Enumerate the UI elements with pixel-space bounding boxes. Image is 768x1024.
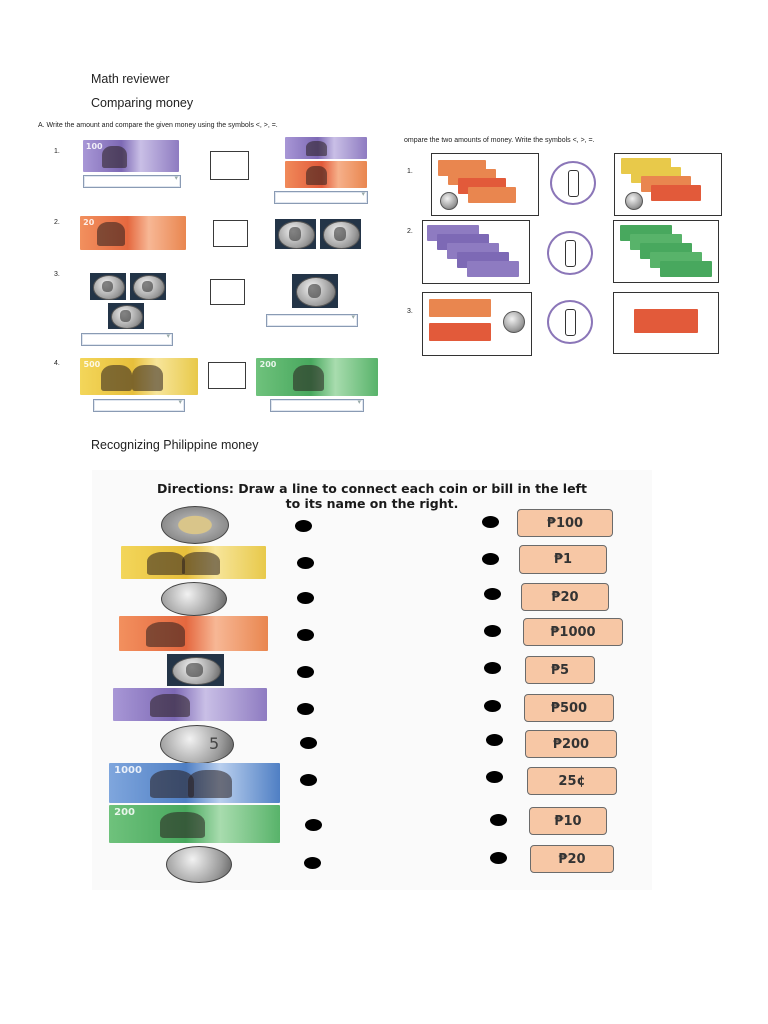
page-title: Math reviewer <box>91 72 170 86</box>
symbol-answer-circle[interactable] <box>550 161 596 205</box>
coin-image <box>108 303 144 329</box>
money-label: ₱500 <box>524 694 614 722</box>
left-connector-dot[interactable] <box>297 592 314 604</box>
bill-1000-image: 1000 <box>109 763 280 803</box>
amount-input[interactable] <box>83 174 181 188</box>
amount-input[interactable] <box>266 313 358 327</box>
bill-20-image <box>285 161 367 188</box>
part-b-instruction: ompare the two amounts of money. Write t… <box>404 137 595 144</box>
section-heading-recognizing: Recognizing Philippine money <box>91 438 259 452</box>
symbol-answer-box[interactable] <box>208 362 246 389</box>
bill-20-image: 20 <box>80 216 186 250</box>
money-group-box <box>613 292 719 354</box>
question-number: 3. <box>54 271 60 278</box>
symbol-answer-box[interactable] <box>213 220 248 247</box>
amount-input[interactable] <box>270 398 364 412</box>
denomination-text: 200 <box>114 807 135 819</box>
section-heading-comparing: Comparing money <box>91 96 194 110</box>
right-connector-dot[interactable] <box>484 625 501 637</box>
money-label: 25¢ <box>527 767 617 795</box>
bill-500-image: 500 <box>80 358 198 395</box>
amount-input[interactable] <box>274 190 368 204</box>
coin-image <box>320 219 361 249</box>
denomination-text: 100 <box>85 141 103 151</box>
denomination-text: 1000 <box>114 765 142 777</box>
left-connector-dot[interactable] <box>305 819 322 831</box>
denomination-text: 200 <box>259 360 277 370</box>
money-group-box <box>422 292 532 356</box>
right-connector-dot[interactable] <box>484 588 501 600</box>
money-label: ₱20 <box>530 845 614 873</box>
amount-input[interactable] <box>93 398 185 412</box>
money-group-box <box>614 153 722 216</box>
amount-input[interactable] <box>81 332 173 346</box>
coin-denomination: 5 <box>209 734 220 753</box>
money-group-box <box>431 153 539 216</box>
coin-image <box>90 273 126 300</box>
denomination-text: 20 <box>83 218 95 228</box>
worksheet-part-a: A. Write the amount and compare the give… <box>38 118 393 418</box>
right-connector-dot[interactable] <box>486 734 503 746</box>
coin-5-image: 5 <box>160 725 234 764</box>
symbol-answer-circle[interactable] <box>547 231 593 275</box>
coin-10-image <box>161 506 229 544</box>
coin-25c-image <box>167 654 224 686</box>
symbol-answer-circle[interactable] <box>547 300 593 344</box>
coin-1-image <box>161 582 227 616</box>
question-number: 1. <box>54 148 60 155</box>
bill-100-image <box>285 137 367 159</box>
left-connector-dot[interactable] <box>297 557 314 569</box>
bill-500-image <box>121 546 266 579</box>
question-number: 3. <box>407 308 413 315</box>
left-connector-dot[interactable] <box>297 703 314 715</box>
right-connector-dot[interactable] <box>490 814 507 826</box>
question-number: 4. <box>54 360 60 367</box>
worksheet-part-b: ompare the two amounts of money. Write t… <box>404 134 734 359</box>
question-number: 2. <box>407 228 413 235</box>
symbol-answer-box[interactable] <box>210 279 245 305</box>
bill-200-image: 200 <box>109 805 280 843</box>
symbol-answer-box[interactable] <box>210 151 249 180</box>
right-connector-dot[interactable] <box>484 700 501 712</box>
right-connector-dot[interactable] <box>482 516 499 528</box>
money-label: ₱10 <box>529 807 607 835</box>
bill-100-image <box>113 688 267 721</box>
denomination-text: 500 <box>83 360 101 370</box>
part-a-instruction: A. Write the amount and compare the give… <box>38 122 278 129</box>
coin-image <box>130 273 166 300</box>
bill-200-image: 200 <box>256 358 378 396</box>
money-label: ₱1000 <box>523 618 623 646</box>
bill-20-image <box>119 616 268 651</box>
left-connector-dot[interactable] <box>304 857 321 869</box>
right-connector-dot[interactable] <box>482 553 499 565</box>
money-group-box <box>613 220 719 283</box>
money-label: ₱1 <box>519 545 607 574</box>
left-connector-dot[interactable] <box>300 774 317 786</box>
money-group-box <box>422 220 530 284</box>
left-connector-dot[interactable] <box>297 666 314 678</box>
left-connector-dot[interactable] <box>300 737 317 749</box>
coin-image <box>292 274 338 308</box>
directions-text: Directions: Draw a line to connect each … <box>112 481 632 511</box>
directions-label: Directions: <box>157 481 234 496</box>
right-connector-dot[interactable] <box>490 852 507 864</box>
coin-image <box>275 219 316 249</box>
money-label: ₱100 <box>517 509 613 537</box>
left-connector-dot[interactable] <box>295 520 312 532</box>
question-number: 1. <box>407 168 413 175</box>
bill-100-image: 100 <box>83 140 179 172</box>
coin-20-image <box>166 846 232 883</box>
directions-line-2: to its name on the right. <box>285 496 459 511</box>
money-label: ₱200 <box>525 730 617 758</box>
money-label: ₱5 <box>525 656 595 684</box>
money-label: ₱20 <box>521 583 609 611</box>
question-number: 2. <box>54 219 60 226</box>
directions-line-1: Draw a line to connect each coin or bill… <box>238 481 587 496</box>
left-connector-dot[interactable] <box>297 629 314 641</box>
right-connector-dot[interactable] <box>486 771 503 783</box>
right-connector-dot[interactable] <box>484 662 501 674</box>
